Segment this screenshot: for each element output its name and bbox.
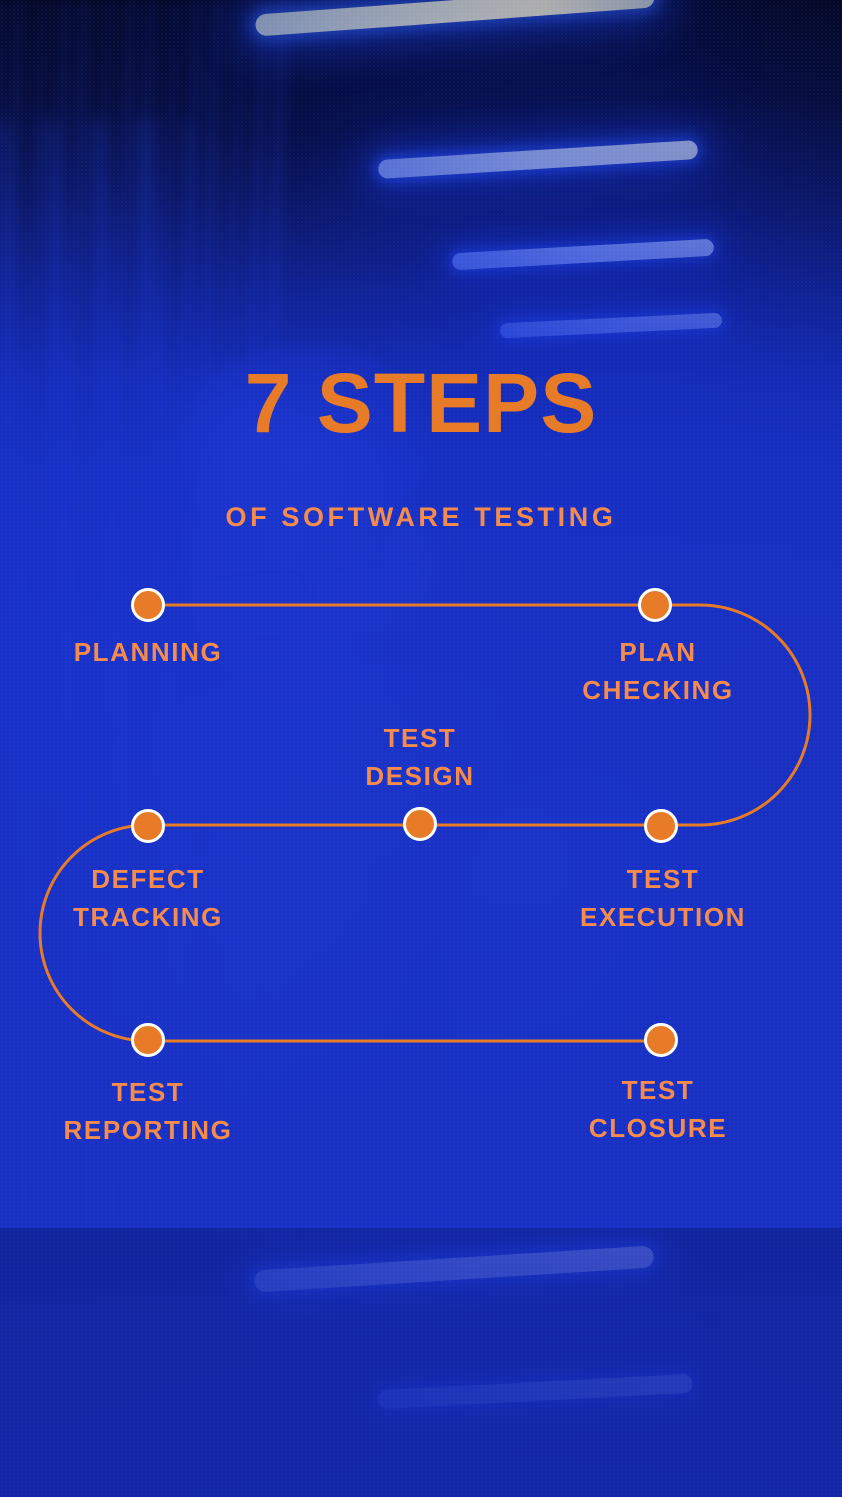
step-label-planning: PLANNING xyxy=(73,637,223,667)
step-label-test-closure: TEST CLOSURE xyxy=(588,1075,728,1143)
step-label-test-design: TEST DESIGN xyxy=(365,723,475,791)
step-node-7[interactable] xyxy=(644,1023,678,1057)
page-subtitle: OF SOFTWARE TESTING xyxy=(225,502,617,532)
blue-overlay-lower xyxy=(0,1228,842,1497)
page-title: 7 STEPS xyxy=(244,356,598,450)
step-node-1[interactable] xyxy=(131,588,165,622)
step-label-defect-tracking: DEFECT TRACKING xyxy=(72,864,223,932)
step-node-5[interactable] xyxy=(131,809,165,843)
step-node-2[interactable] xyxy=(638,588,672,622)
step-node-3[interactable] xyxy=(644,809,678,843)
step-label-plan-checking: PLAN CHECKING xyxy=(582,637,734,705)
step-node-6[interactable] xyxy=(131,1023,165,1057)
step-node-4[interactable] xyxy=(403,807,437,841)
step-label-test-execution: TEST EXECUTION xyxy=(579,864,747,932)
step-label-test-reporting: TEST REPORTING xyxy=(63,1077,233,1145)
